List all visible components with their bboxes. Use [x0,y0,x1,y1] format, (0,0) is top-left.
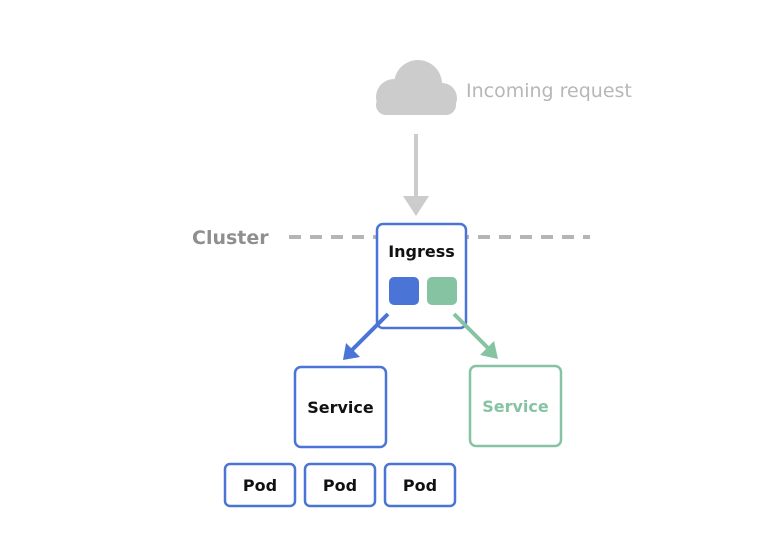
ingress-rule-blue [389,277,419,305]
incoming-arrow [403,134,429,216]
ingress-node: Ingress [375,222,468,330]
cloud-icon [376,60,457,115]
cluster-label: Cluster [192,227,269,249]
service-label-green: Service [482,397,549,416]
pod-label: Pod [403,476,437,495]
pod-label: Pod [323,476,357,495]
pod-label: Pod [243,476,277,495]
incoming-request-label: Incoming request [466,80,632,102]
pod-node: Pod [303,462,377,508]
pod-node: Pod [223,462,297,508]
route-arrow-blue [343,312,390,360]
route-arrow-green [452,312,498,359]
service-label-blue: Service [307,398,374,417]
pod-node: Pod [383,462,457,508]
ingress-rule-green [427,277,457,305]
ingress-label: Ingress [388,242,455,261]
service-node-blue: Service [293,365,388,449]
service-node-green: Service [468,364,563,448]
